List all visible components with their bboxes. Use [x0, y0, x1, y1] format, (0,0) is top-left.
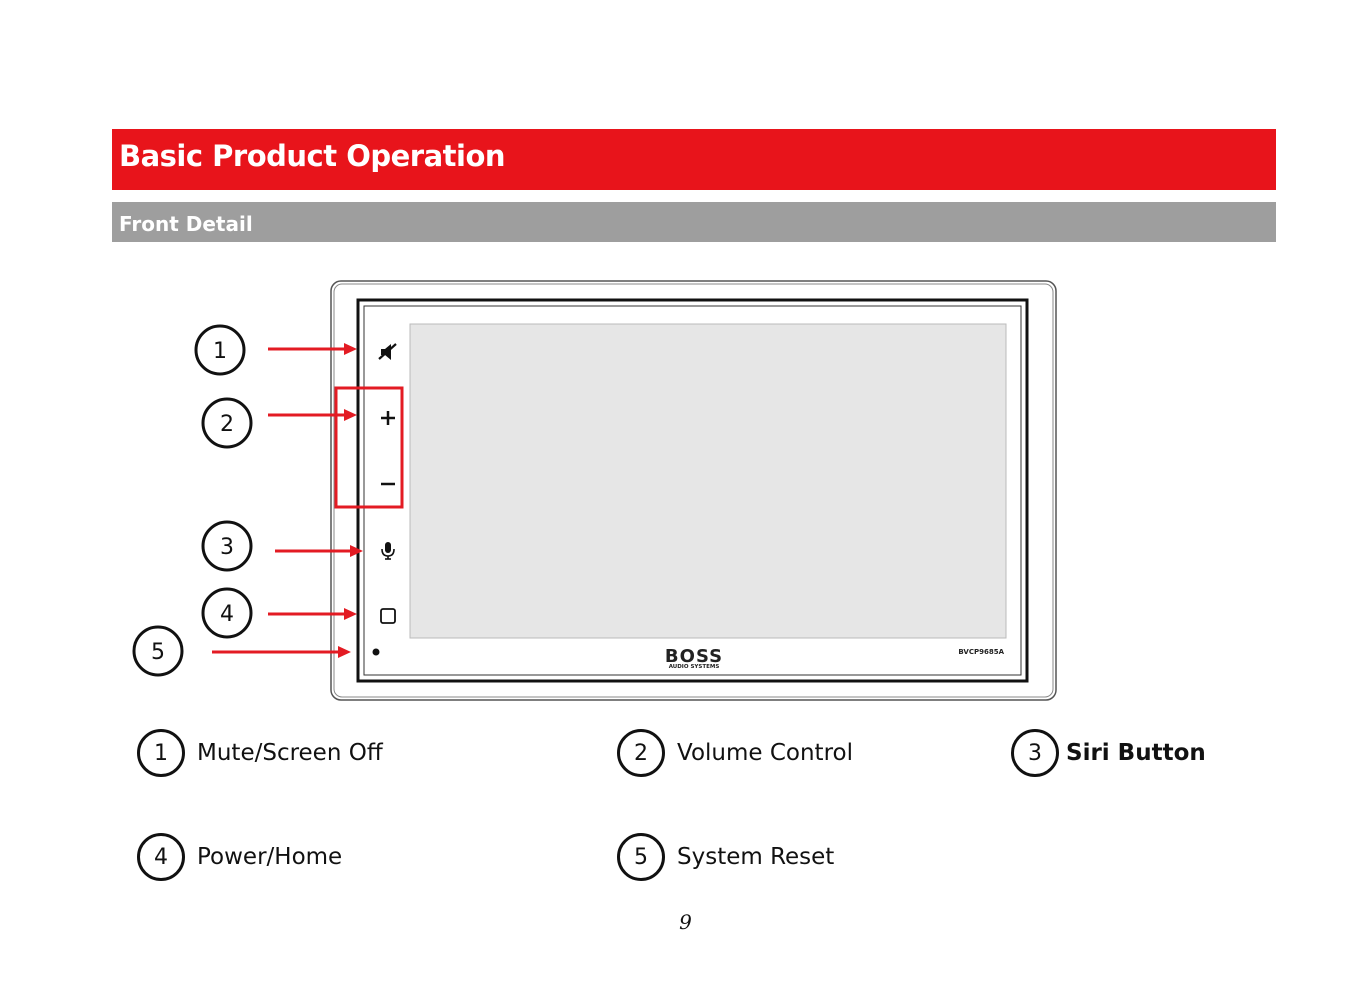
reset-dot-icon[interactable]	[373, 649, 380, 656]
legend-circle: 4	[137, 833, 185, 881]
callout-number-2: 2	[220, 412, 234, 437]
brand-subtitle: AUDIO SYSTEMS	[669, 664, 720, 670]
callout-number-5: 5	[151, 640, 165, 665]
legend-circle: 2	[617, 729, 665, 777]
legend-item-siri: 3 Siri Button	[1011, 727, 1206, 779]
legend-circle: 5	[617, 833, 665, 881]
legend-label: Power/Home	[197, 844, 342, 870]
callout-number-3: 3	[220, 535, 234, 560]
legend-label: Mute/Screen Off	[197, 740, 383, 766]
page-number: 9	[0, 910, 1371, 934]
legend-item-reset: 5 System Reset	[617, 831, 834, 883]
legend-label: System Reset	[677, 844, 834, 870]
legend-circle: 1	[137, 729, 185, 777]
legend-item-power: 4 Power/Home	[137, 831, 342, 883]
legend-label: Volume Control	[677, 740, 853, 766]
device-screen	[410, 324, 1006, 638]
callout-number-4: 4	[220, 602, 234, 627]
legend-item-volume: 2 Volume Control	[617, 727, 853, 779]
legend-label: Siri Button	[1066, 740, 1206, 766]
callout-number-1: 1	[213, 339, 227, 364]
legend-item-mute: 1 Mute/Screen Off	[137, 727, 383, 779]
model-number: BVCP9685A	[958, 648, 1004, 656]
legend-circle: 3	[1011, 729, 1059, 777]
